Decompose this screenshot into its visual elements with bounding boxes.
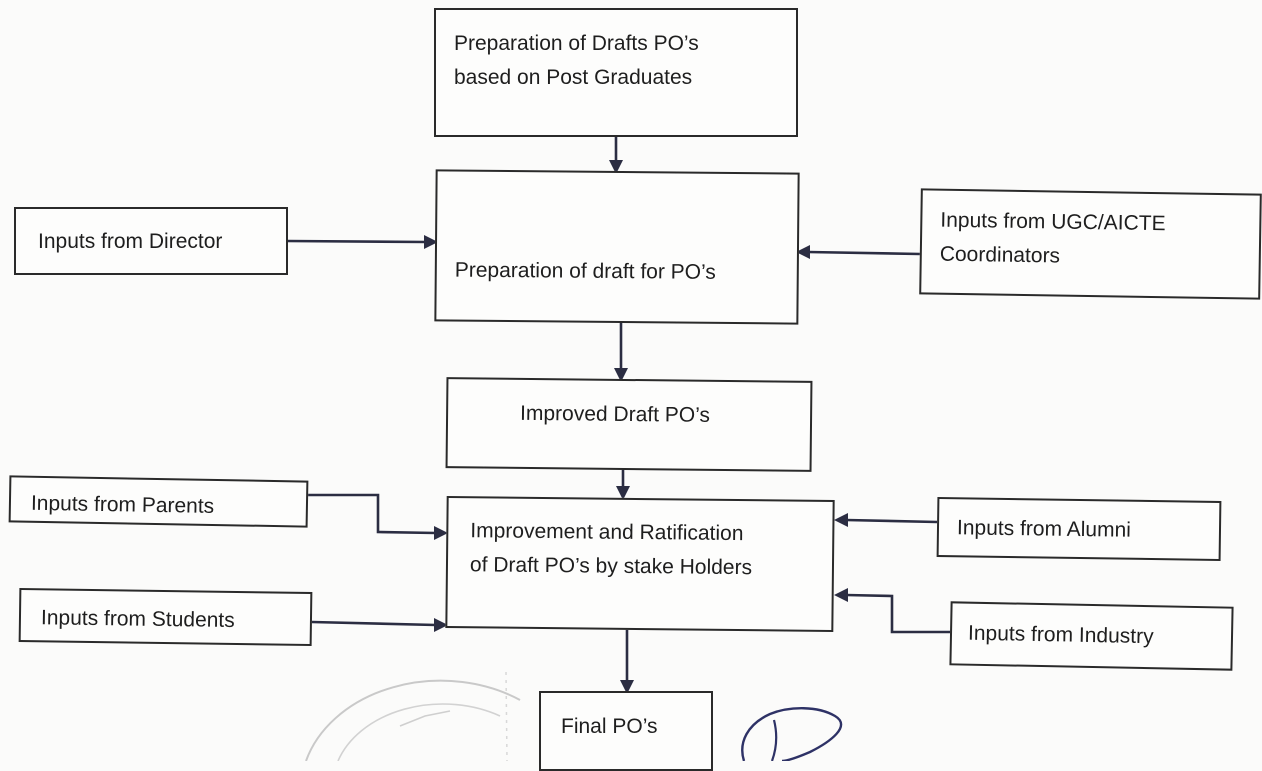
- node-final-pos: Final PO’s: [539, 691, 713, 771]
- arrowhead-students-to-improvement: [434, 618, 448, 632]
- arrowhead-drafts-to-preparation: [609, 160, 623, 174]
- arrowhead-improved-to-improvement: [616, 486, 630, 500]
- node-text: Preparation of Drafts PO’s: [454, 32, 699, 55]
- arrow-director-to-preparation: [286, 239, 427, 244]
- arrow-students-to-improvement: [311, 620, 437, 627]
- node-text: Final PO’s: [561, 715, 658, 738]
- arrow-alumni-to-improvement: [845, 518, 938, 524]
- arrow-ugc-to-preparation: [807, 250, 921, 256]
- node-inputs-from-director: Inputs from Director: [14, 207, 288, 275]
- node-text: Inputs from Director: [38, 230, 223, 253]
- arrowhead-industry-to-improvement: [834, 588, 848, 602]
- arrowhead-improvement-to-final: [620, 680, 634, 694]
- arrowhead-parents-to-improvement: [434, 526, 448, 540]
- arrowhead-preparation-to-improved: [614, 368, 628, 382]
- arrowhead-ugc-to-preparation: [796, 245, 810, 259]
- node-text: based on Post Graduates: [454, 66, 693, 89]
- arrowhead-director-to-preparation: [424, 235, 438, 249]
- arrow-industry-to-improvement: [845, 593, 951, 634]
- arrowhead-alumni-to-improvement: [834, 513, 848, 527]
- arrow-parents-to-improvement: [308, 493, 437, 535]
- node-preparation-of-drafts: Preparation of Drafts PO’s based on Post…: [434, 8, 798, 137]
